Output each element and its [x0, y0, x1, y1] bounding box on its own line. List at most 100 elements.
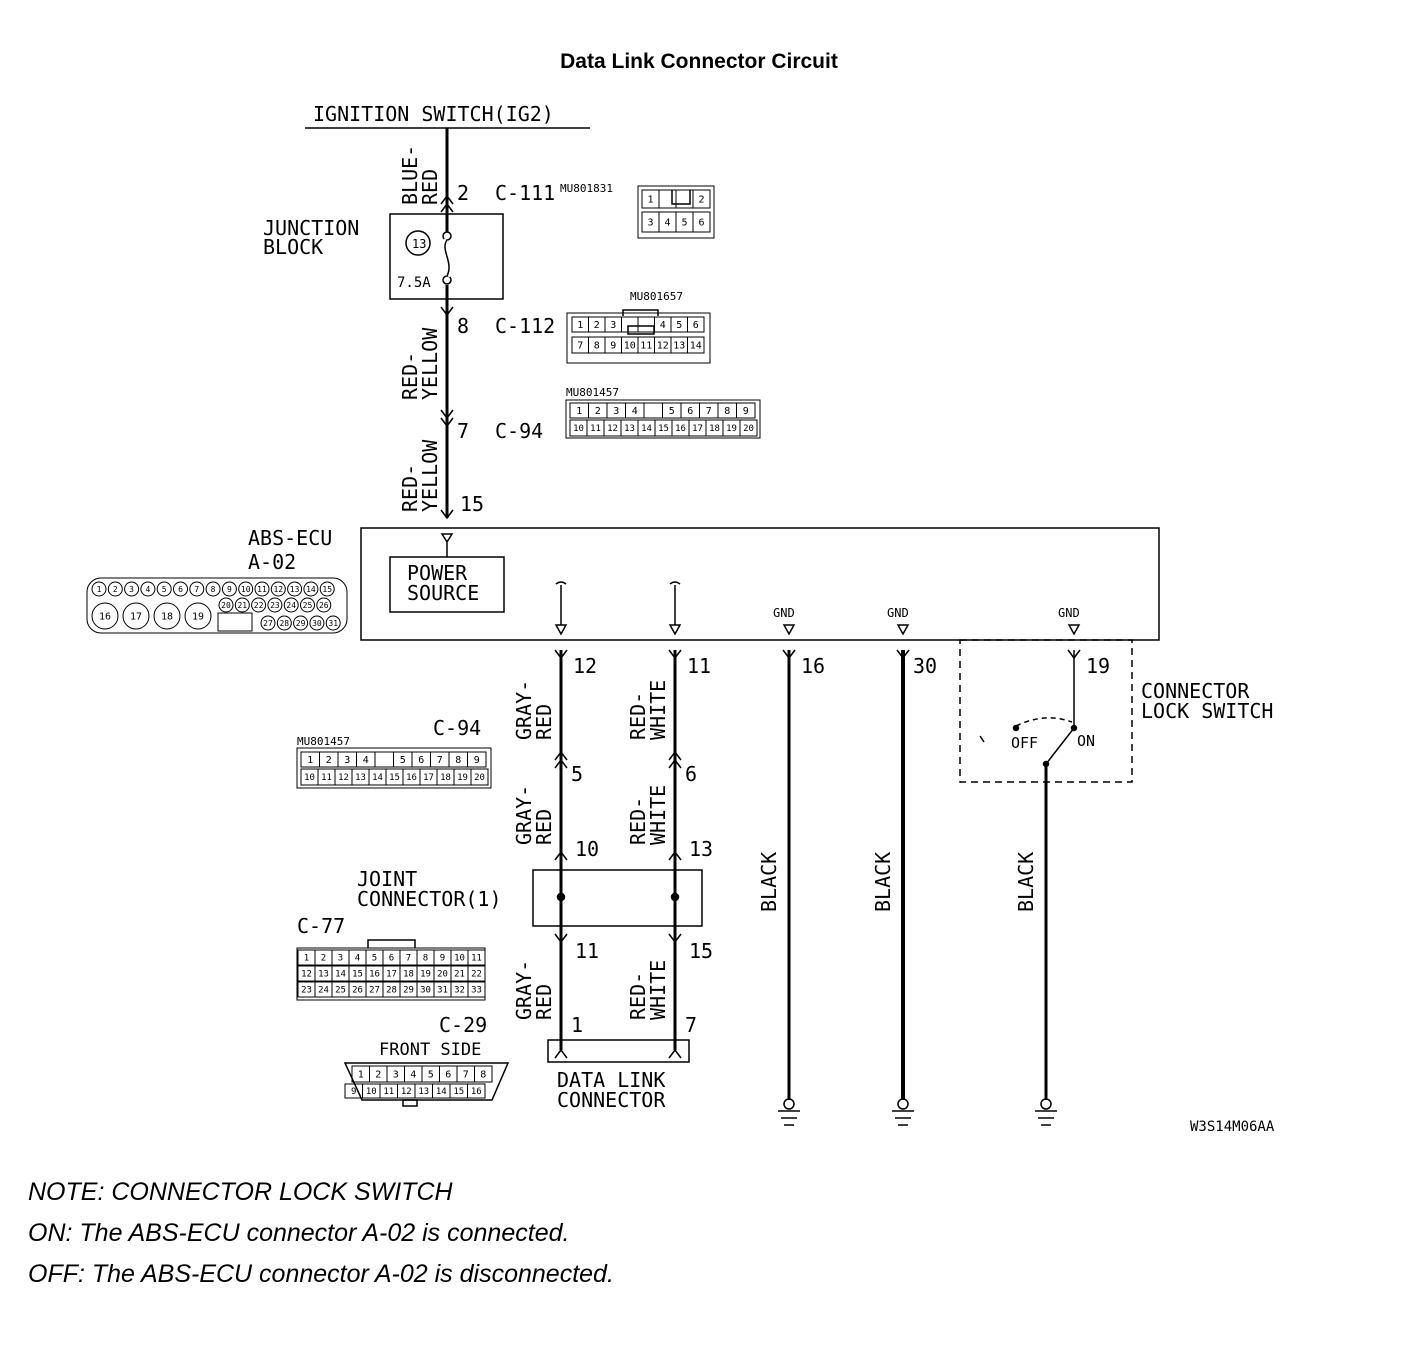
pin-number: 4	[410, 1070, 416, 1081]
pin-number: 9	[227, 585, 232, 594]
pin-number: 13	[318, 970, 329, 980]
a02-pinout-frame	[86, 577, 348, 634]
pin-number: 12	[657, 341, 669, 352]
pin-number: 19	[726, 424, 737, 434]
c94-gray-mark	[554, 750, 568, 769]
pin-number: 4	[660, 320, 666, 331]
pin-number: 14	[335, 970, 346, 980]
ignition-switch-label: IGNITION SWITCH(IG2)	[313, 102, 554, 126]
pin-cell	[467, 1083, 486, 1099]
pin-cell	[218, 597, 234, 613]
pin-cell	[658, 189, 677, 209]
pin-number: 20	[221, 601, 231, 610]
pin-number: 12	[401, 1087, 412, 1097]
pin-number: 5	[428, 1070, 434, 1081]
connector-lock-label-1: CONNECTOR	[1141, 679, 1250, 703]
ground-symbol-16	[778, 1098, 800, 1126]
gnd-19-arrow	[1067, 624, 1081, 636]
ground-symbol-30	[892, 1098, 914, 1126]
pin-number: 16	[406, 773, 417, 783]
front-side-label: FRONT SIDE	[379, 1040, 481, 1060]
data-link-label-2: CONNECTOR	[557, 1088, 666, 1112]
pin-number: 3	[129, 585, 134, 594]
pin-number: 22	[254, 601, 264, 610]
pin-number: 9	[610, 341, 616, 352]
pin-number: 18	[709, 424, 720, 434]
pin-number: 33	[471, 986, 482, 996]
pin-number: 4	[664, 218, 670, 229]
c112-pin: 8	[457, 314, 469, 338]
pin-30-head	[896, 649, 910, 660]
pin-11-head	[668, 649, 682, 660]
junction-block-label-2: BLOCK	[263, 235, 323, 259]
note-line-1: NOTE: CONNECTOR LOCK SWITCH	[28, 1178, 453, 1206]
pin-number: 19	[457, 773, 468, 783]
dlc-pin-1: 1	[571, 1013, 583, 1037]
pin-number: 6	[687, 406, 693, 417]
pin-cell	[319, 581, 335, 597]
pin-cell	[470, 768, 489, 786]
pin-cell	[474, 1065, 493, 1083]
pin-number: 25	[303, 601, 313, 610]
switch-lever	[1045, 727, 1075, 765]
c111-label: C-111	[495, 181, 555, 205]
pin-cell	[687, 316, 705, 333]
pin-number: 20	[743, 424, 754, 434]
dlc-pin-1-mark	[554, 1048, 568, 1059]
pin-cell	[122, 602, 150, 630]
ground-symbol-lock	[1035, 1098, 1057, 1126]
pin-number: 2	[698, 195, 704, 206]
pin-number: 12	[301, 970, 312, 980]
pin-cell	[153, 602, 181, 630]
pin-cell	[270, 581, 286, 597]
jc-gray-out-pin: 11	[575, 939, 599, 963]
pin-cell	[205, 581, 221, 597]
pin-cell	[739, 419, 758, 437]
pin-number: 18	[403, 970, 414, 980]
pin-number: 11	[321, 773, 332, 783]
pin-cell	[283, 597, 299, 613]
pin-number: 2	[326, 755, 332, 766]
pin-cell	[687, 336, 705, 354]
switch-travel-arc	[1015, 717, 1073, 727]
pin-number: 7	[194, 585, 199, 594]
c77-key-tab	[367, 939, 416, 948]
fuse-terminal-bottom	[442, 275, 452, 285]
power-source-label-2: SOURCE	[407, 581, 479, 605]
pin-cell	[173, 581, 188, 597]
fuse-number-circle	[405, 230, 431, 256]
pin-number: 27	[263, 619, 273, 628]
pin-number: 1	[307, 755, 313, 766]
c29-key-tab	[402, 1099, 418, 1107]
pin-number: 11	[471, 954, 482, 964]
gray-red-label-2c: RED	[532, 984, 556, 1020]
pin-number: 8	[724, 406, 730, 417]
connector-lock-label-2: LOCK SWITCH	[1141, 699, 1273, 723]
pin-cell	[156, 581, 172, 597]
fuse-rating: 7.5A	[397, 275, 431, 291]
pin-cell	[692, 189, 711, 209]
pin-number: 4	[145, 585, 150, 594]
data-link-connector-box	[547, 1039, 690, 1063]
pin-cell	[107, 581, 123, 597]
pin-number: 11	[257, 585, 267, 594]
c111-connector-mark	[440, 194, 454, 213]
pin-16-head	[782, 649, 796, 660]
jc-gray-in-pin: 10	[575, 837, 599, 861]
pin-number: 18	[161, 612, 173, 623]
pin-cell	[267, 597, 283, 613]
pin-number: 28	[279, 619, 289, 628]
gnd-label-30: GND	[887, 606, 909, 620]
abs-ecu-connector-label: A-02	[248, 550, 296, 574]
black-label-16: BLACK	[757, 852, 781, 912]
pin-number: 9	[351, 1087, 356, 1097]
